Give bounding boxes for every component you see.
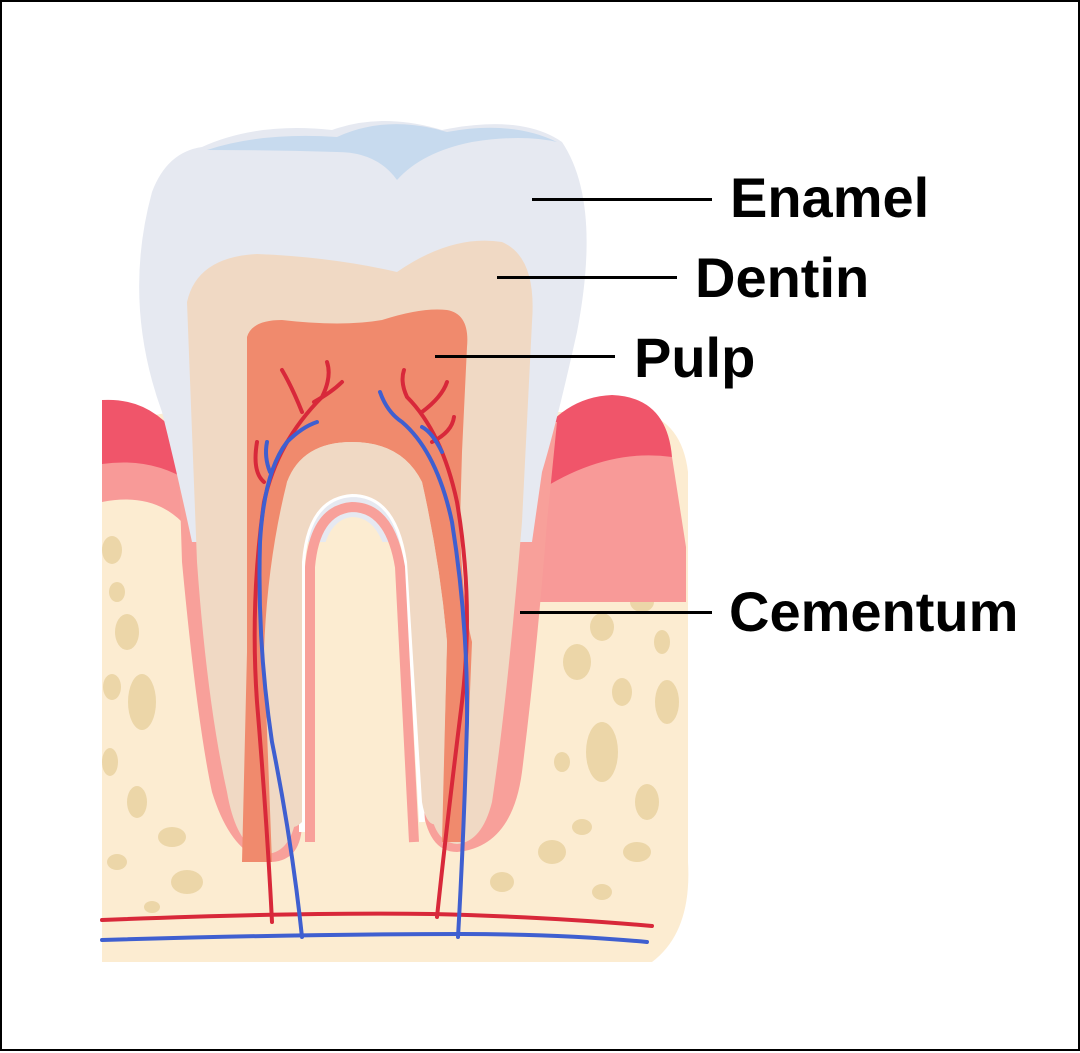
cementum-label: Cementum: [729, 580, 1019, 643]
dentin-label: Dentin: [695, 246, 870, 309]
enamel-cusp: [207, 124, 557, 180]
dentin-inner: [279, 442, 447, 827]
pulp-leader-line: [435, 355, 615, 358]
inter-root-cementum: [305, 501, 419, 843]
veins: [100, 390, 649, 944]
gum-right-outer: [530, 395, 672, 497]
inter-root-bone: [320, 517, 404, 962]
pulp-label: Pulp: [634, 326, 756, 389]
enamel-label: Enamel: [730, 166, 930, 229]
gum-right-inner: [527, 443, 686, 602]
enamel-leader-line: [532, 198, 712, 201]
dentin-leader-line: [497, 276, 677, 279]
cementum-leader-line: [520, 611, 712, 614]
pulp: [242, 309, 472, 862]
gum-left-outer: [102, 399, 190, 482]
